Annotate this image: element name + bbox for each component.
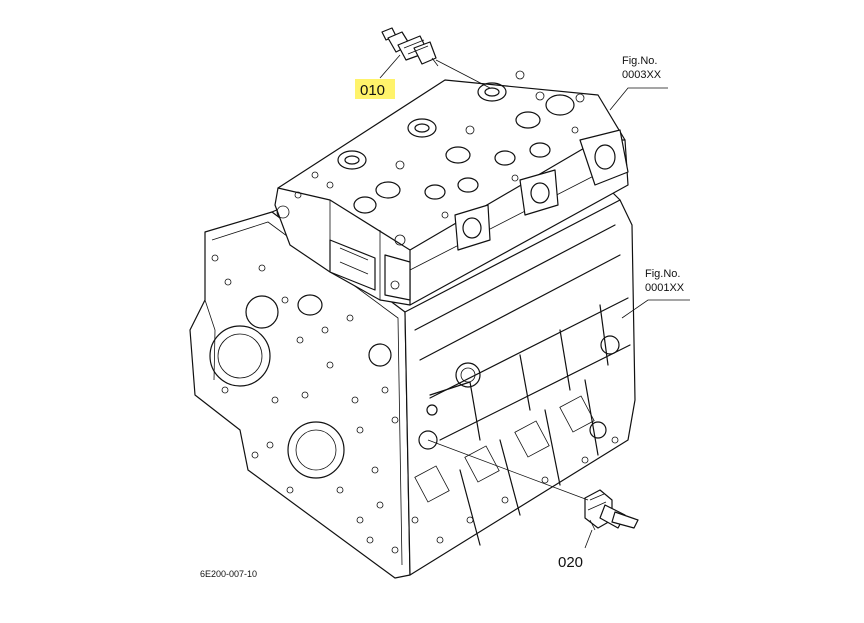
fig-ref-block-code[interactable]: 0001XX	[645, 282, 685, 294]
leader-line-fig-block	[621, 299, 690, 319]
fig-ref-block-title[interactable]: Fig.No.	[645, 268, 680, 280]
temperature-sensor-010[interactable]	[381, 27, 439, 67]
leader-line-fig-head	[609, 87, 668, 111]
part-010-label[interactable]: 010	[360, 82, 385, 99]
leader-line-010-label	[379, 54, 401, 79]
part-020-label[interactable]: 020	[558, 554, 583, 571]
drawing-code: 6E200-007-10	[200, 569, 257, 579]
fig-ref-head-title[interactable]: Fig.No.	[622, 55, 657, 67]
oil-pressure-switch-020[interactable]	[584, 489, 639, 531]
leader-line-010	[435, 59, 491, 89]
cylinder-head	[274, 70, 629, 306]
leader-line-020-label	[584, 529, 593, 549]
leader-line-020	[427, 439, 589, 501]
fig-ref-head-code[interactable]: 0003XX	[622, 69, 662, 81]
part-010-highlight	[355, 79, 395, 99]
